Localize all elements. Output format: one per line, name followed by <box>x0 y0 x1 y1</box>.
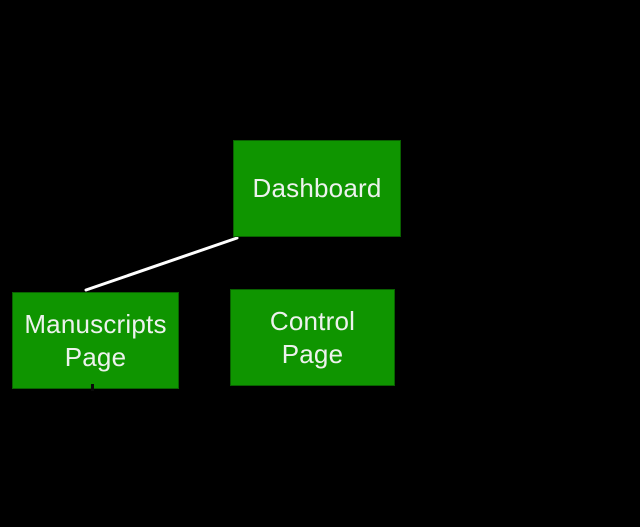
node-manuscripts-page-label: Manuscripts Page <box>24 308 167 372</box>
connector-dashboard-to-manuscripts[interactable] <box>84 236 239 292</box>
anchor-tick <box>91 384 94 391</box>
node-manuscripts-page[interactable]: Manuscripts Page <box>12 292 179 389</box>
node-control-page-label: Control Page <box>269 305 356 369</box>
node-dashboard[interactable]: Dashboard <box>233 140 401 237</box>
node-control-page[interactable]: Control Page <box>230 289 395 386</box>
node-dashboard-label: Dashboard <box>252 173 382 203</box>
